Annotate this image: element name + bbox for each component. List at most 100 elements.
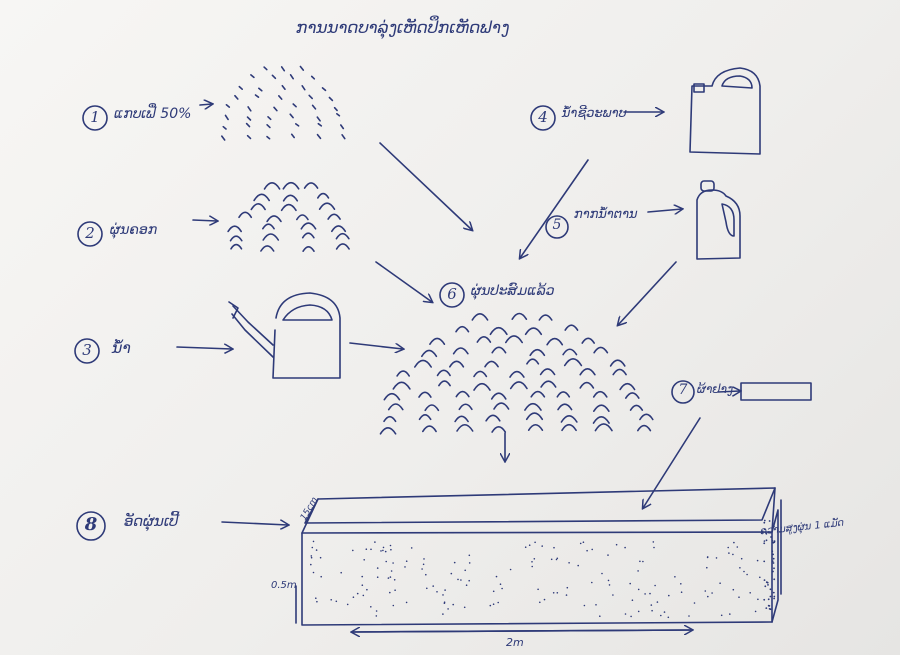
heap-mark (529, 348, 546, 357)
heap-mark (454, 415, 469, 423)
speckle (352, 549, 354, 552)
speckle (772, 570, 774, 573)
heap-mark (262, 233, 280, 241)
speckle (524, 546, 527, 548)
heap-mark (562, 348, 578, 356)
speckle (764, 585, 767, 588)
heap-mark (229, 235, 243, 242)
speckle (771, 550, 774, 553)
heap-mark (278, 95, 283, 100)
speckle (769, 531, 772, 534)
speckle (765, 539, 768, 542)
speckle (497, 601, 500, 604)
heap-mark (335, 243, 350, 250)
heap-mark (310, 75, 316, 80)
heap-mark (336, 113, 341, 117)
speckle (770, 536, 772, 538)
heap-mark (511, 312, 528, 320)
speckle (767, 598, 770, 601)
speckle (706, 566, 708, 569)
heap-mark (327, 213, 341, 220)
speckle (432, 585, 435, 587)
speckle (465, 584, 468, 586)
heap-mark (299, 65, 305, 71)
speckle (442, 613, 444, 615)
heap-mark (227, 225, 242, 233)
step-8-number: 8 (84, 514, 98, 535)
speckle (375, 610, 378, 612)
heap-mark (300, 222, 317, 230)
heap-mark (316, 133, 322, 140)
heap-mark (230, 243, 243, 250)
speckle (495, 575, 498, 578)
speckle (376, 576, 379, 578)
heap-mark (238, 85, 243, 90)
heap-mark (530, 390, 546, 398)
step-6-circle (439, 282, 465, 308)
speckle (310, 563, 312, 566)
speckle (316, 600, 318, 603)
heap-mark (524, 327, 543, 336)
heap-mark (593, 404, 610, 412)
speckle (393, 579, 396, 581)
speckle (556, 592, 559, 594)
speckle (315, 549, 318, 551)
speckle (668, 594, 670, 597)
speckle (746, 573, 748, 576)
heap-mark (455, 390, 470, 398)
heap-mark (629, 404, 644, 411)
heap-mark (316, 116, 321, 122)
heap-mark (273, 106, 278, 112)
heap-mark (414, 359, 432, 368)
heap-mark (282, 181, 300, 190)
speckle (763, 560, 766, 563)
step-3-label: ນ້ຳ (112, 338, 131, 357)
speckle (382, 546, 385, 549)
speckle (509, 568, 512, 571)
speckle (501, 587, 503, 590)
speckle (649, 592, 651, 595)
speckle (387, 577, 390, 579)
speckle (555, 558, 558, 561)
speckle (769, 595, 772, 598)
speckle (763, 528, 766, 531)
heap-mark (538, 314, 553, 321)
step-4-number: 4 (538, 108, 548, 126)
speckle (366, 588, 368, 591)
speckle (715, 557, 718, 559)
speckle (385, 560, 388, 563)
heap-mark (490, 392, 507, 400)
heap-mark (225, 104, 231, 108)
speckle (363, 559, 366, 561)
heap-mark (524, 402, 542, 411)
speckle (426, 587, 428, 590)
speckle (534, 541, 536, 544)
compost-bed-icon (295, 487, 782, 632)
speckle (650, 604, 653, 606)
speckle (421, 568, 423, 570)
speckle (763, 519, 766, 522)
step-7-label: ຜ້າຢາງ (697, 382, 733, 396)
speckle (707, 595, 709, 598)
speckle (773, 525, 775, 528)
heap-mark (561, 423, 577, 432)
speckle (763, 540, 766, 542)
heap-mark (392, 381, 411, 390)
speckle (624, 546, 626, 549)
step-6-label: ຜຸ່ນປະສົມແລ້ວ (471, 283, 555, 299)
heap-mark (579, 368, 596, 376)
heap-mark (594, 423, 613, 432)
speckle (768, 520, 771, 522)
heap-mark (383, 415, 397, 423)
speckle (468, 554, 471, 557)
step-2-number: 2 (85, 224, 95, 242)
speckle (568, 562, 570, 564)
speckle (384, 550, 387, 553)
speckle (394, 589, 396, 591)
speckle (370, 548, 372, 551)
speckle (653, 546, 655, 549)
speckle (630, 615, 632, 618)
mixed-heap-icon (379, 312, 654, 435)
